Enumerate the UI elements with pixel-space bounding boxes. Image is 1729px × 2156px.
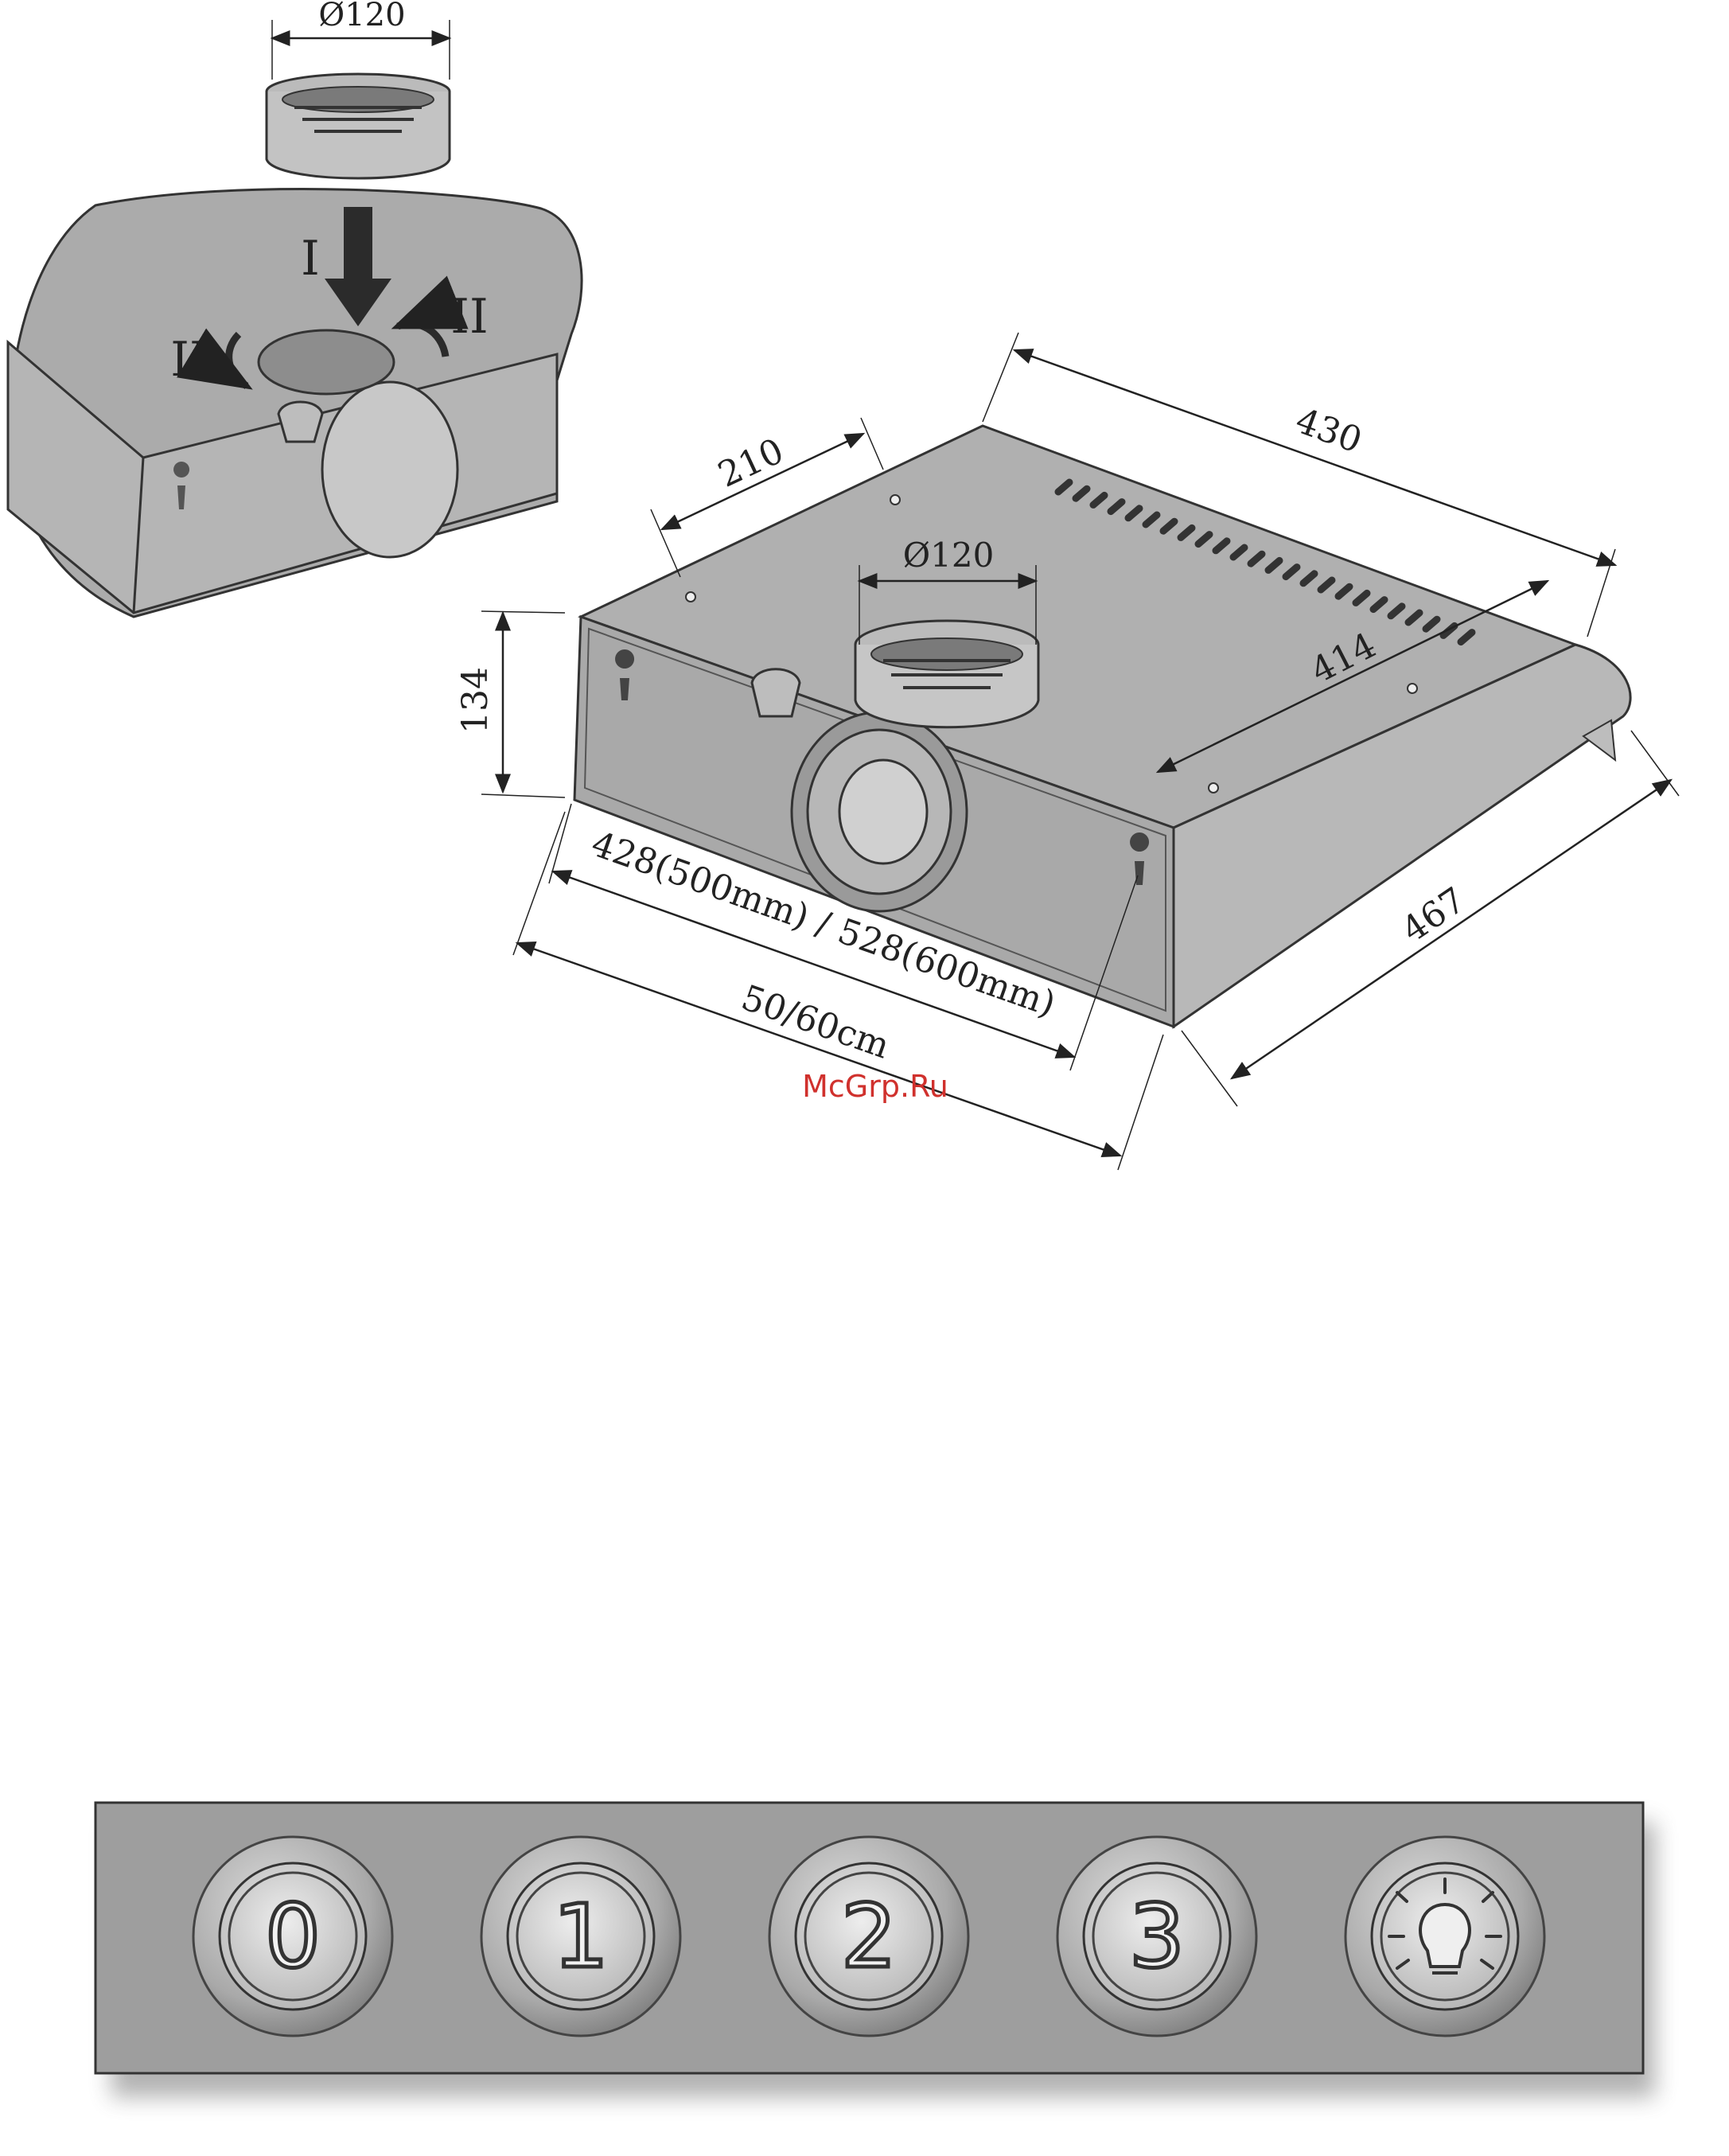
button-label: 0	[265, 1885, 321, 1987]
step-rotate-left-label: II	[170, 332, 208, 388]
control-button-1[interactable]: 1	[481, 1837, 680, 2036]
dim-width-nominal: 50/60cm	[736, 977, 894, 1067]
control-panel: 0 1 2 3	[95, 1803, 1655, 2097]
watermark: McGrp.Ru	[802, 1069, 948, 1104]
button-label: 1	[553, 1885, 609, 1987]
main-hood-drawing: 210 430 Ø120 414 134 428(500mm) / 528(60…	[455, 333, 1679, 1170]
control-button-2[interactable]: 2	[769, 1837, 968, 2036]
dim-height: 134	[455, 667, 496, 734]
dim-pipe-diameter: Ø120	[903, 536, 995, 575]
control-button-3[interactable]: 3	[1057, 1837, 1256, 2036]
hood-bracket	[752, 669, 800, 716]
step-rotate-right-label: II	[450, 289, 488, 345]
inset-outlet-opening	[322, 382, 458, 557]
button-label: 2	[841, 1885, 897, 1987]
control-button-0[interactable]: 0	[193, 1837, 392, 2036]
inset-installation-detail: Ø120 I II II	[8, 0, 582, 617]
control-button-light[interactable]	[1345, 1837, 1544, 2036]
inset-pipe-collar	[267, 74, 450, 178]
inset-pipe-diameter-label: Ø120	[318, 0, 405, 33]
inset-bracket	[278, 402, 322, 442]
hood-front-outlet	[792, 712, 967, 911]
button-label: 3	[1129, 1885, 1185, 1987]
dim-depth-top: 210	[712, 431, 790, 496]
step-push-label: I	[301, 231, 320, 287]
hood-pipe-collar	[855, 621, 1038, 727]
